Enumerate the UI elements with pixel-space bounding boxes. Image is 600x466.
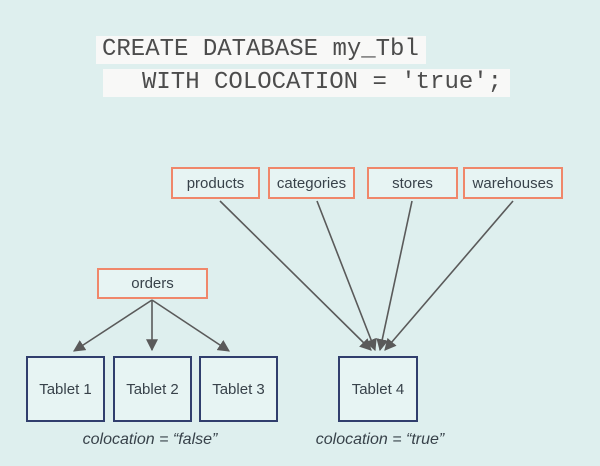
arrow-stores-tablet4 xyxy=(376,200,413,352)
table-label-orders: orders xyxy=(131,275,174,292)
caption-colocation-false: colocation = “false” xyxy=(82,431,218,448)
table-box-categories: categories xyxy=(268,167,355,199)
table-label-warehouses: warehouses xyxy=(472,174,554,192)
arrow-products-tablet4 xyxy=(219,200,372,351)
arrow-warehouses-tablet4 xyxy=(384,200,514,351)
arrow-orders-tablet3 xyxy=(151,299,231,352)
table-box-warehouses: warehouses xyxy=(463,167,563,199)
caption-colocation-true: colocation = “true” xyxy=(315,431,445,448)
sql-code-line-2: WITH COLOCATION = 'true'; xyxy=(103,69,511,97)
table-box-stores: stores xyxy=(367,167,458,199)
tablet-label-2: Tablet 2 xyxy=(126,380,179,398)
sql-code-line-1: CREATE DATABASE my_Tbl xyxy=(96,36,426,64)
tablet-label-4: Tablet 4 xyxy=(351,380,405,398)
tablet-label-1: Tablet 1 xyxy=(39,380,92,398)
table-box-orders: orders xyxy=(97,268,208,299)
table-label-products: products xyxy=(186,174,245,192)
table-box-products: products xyxy=(171,167,260,199)
tablet-box-1: Tablet 1 xyxy=(26,356,105,422)
table-label-categories: categories xyxy=(276,174,347,192)
arrow-categories-tablet4 xyxy=(316,200,377,352)
arrow-orders-tablet1 xyxy=(72,299,153,352)
tablet-box-3: Tablet 3 xyxy=(199,356,278,422)
table-label-stores: stores xyxy=(392,174,433,192)
tablet-label-3: Tablet 3 xyxy=(212,380,265,398)
tablet-box-4: Tablet 4 xyxy=(338,356,418,422)
tablet-box-2: Tablet 2 xyxy=(113,356,192,422)
